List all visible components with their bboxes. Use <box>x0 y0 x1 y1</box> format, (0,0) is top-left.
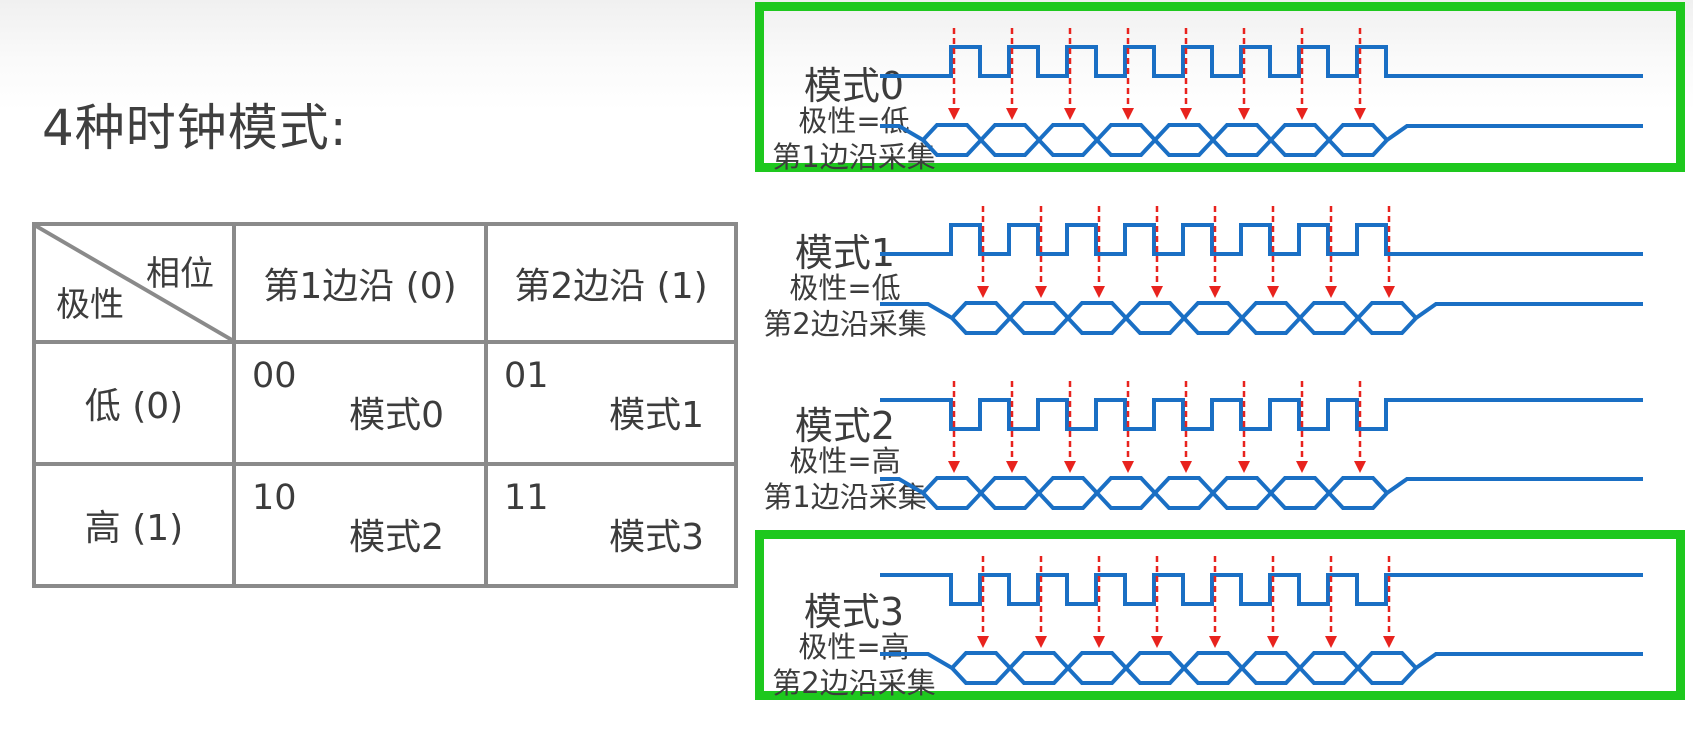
col-header-first-edge: 第1边沿 (0) <box>232 222 488 344</box>
mode-label: 模式0 <box>349 395 444 436</box>
mode-code: 00 <box>252 356 297 396</box>
data-lead-line <box>880 477 925 495</box>
row-label-high: 高 (1) <box>32 462 236 588</box>
mode-label: 模式1 <box>609 395 704 436</box>
sample-arrow-head <box>1151 636 1163 648</box>
sample-arrow-head <box>1267 636 1279 648</box>
edge-text: 第2边沿采集 <box>772 666 936 700</box>
polarity-text: 极性=低 <box>798 104 910 138</box>
data-bus-lower <box>950 665 1418 685</box>
polarity-text: 极性=低 <box>789 271 901 305</box>
mode-title: 模式0 <box>803 64 905 108</box>
sample-arrow-head <box>1383 636 1395 648</box>
timing-waveform <box>880 206 1643 335</box>
table-row-polarity-high: 高 (1) 10 模式2 11 模式3 <box>32 462 738 588</box>
sample-arrow-head <box>1006 461 1018 473</box>
sample-arrow-head <box>1093 286 1105 298</box>
clock-signal-line <box>880 398 1643 431</box>
sample-arrow-head <box>1354 461 1366 473</box>
data-lead-line <box>880 302 954 320</box>
sample-arrow-head <box>1006 108 1018 120</box>
data-tail-line <box>1385 124 1643 142</box>
row-label-low: 低 (0) <box>32 340 236 466</box>
corner-diagonal-line <box>36 226 232 340</box>
table-cell-mode1: 01 模式1 <box>484 340 738 466</box>
clock-mode-table: 相位 极性 第1边沿 (0) 第2边沿 (1) 低 (0) 00 模式0 01 … <box>32 222 738 588</box>
sample-arrow-head <box>1383 286 1395 298</box>
sample-arrow-head <box>948 108 960 120</box>
table-cell-mode3: 11 模式3 <box>484 462 738 588</box>
sample-arrow-head <box>1325 286 1337 298</box>
sample-arrow-head <box>1064 461 1076 473</box>
data-tail-line <box>1385 477 1643 495</box>
sample-arrow-head <box>1093 636 1105 648</box>
table-cell-mode0: 00 模式0 <box>232 340 488 466</box>
sample-arrow-head <box>1209 286 1221 298</box>
clock-signal-line <box>880 223 1643 256</box>
sample-arrow-head <box>1122 461 1134 473</box>
sample-arrow-head <box>948 461 960 473</box>
sample-arrow-head <box>1354 108 1366 120</box>
corner-label-phase: 相位 <box>146 254 214 294</box>
table-corner-cell: 相位 极性 <box>32 222 236 344</box>
sample-arrow-head <box>1180 461 1192 473</box>
sample-arrow-head <box>977 636 989 648</box>
timing-panel-mode2: 模式2 极性=高 第1边沿采集 <box>755 355 1685 525</box>
table-cell-mode2: 10 模式2 <box>232 462 488 588</box>
edge-text: 第1边沿采集 <box>772 140 936 174</box>
edge-text: 第2边沿采集 <box>763 307 927 341</box>
timing-waveform <box>880 381 1643 510</box>
table-header-row: 相位 极性 第1边沿 (0) 第2边沿 (1) <box>32 222 738 344</box>
sample-arrow-head <box>1325 636 1337 648</box>
mode-code: 11 <box>504 478 549 518</box>
mode-title: 模式1 <box>794 231 896 275</box>
edge-text: 第1边沿采集 <box>763 480 927 514</box>
mode-code: 10 <box>252 478 297 518</box>
timing-waveform <box>880 28 1643 157</box>
timing-panel-mode3: 模式3 极性=高 第2边沿采集 <box>755 530 1685 700</box>
mode-title: 模式2 <box>794 404 896 448</box>
sample-arrow-head <box>1296 108 1308 120</box>
polarity-text: 极性=高 <box>789 444 901 478</box>
data-bus-lower <box>921 137 1389 157</box>
page-title: 4种时钟模式: <box>42 99 348 157</box>
sample-arrow-head <box>1267 286 1279 298</box>
timing-panel-mode1: 模式1 极性=低 第2边沿采集 <box>755 180 1685 350</box>
data-bus-lower <box>950 315 1418 335</box>
sample-arrow-head <box>977 286 989 298</box>
corner-label-polarity: 极性 <box>56 285 124 325</box>
sample-arrow-head <box>1180 108 1192 120</box>
data-tail-line <box>1414 302 1643 320</box>
col-header-second-edge: 第2边沿 (1) <box>484 222 738 344</box>
mode-code: 01 <box>504 356 549 396</box>
sample-arrow-head <box>1151 286 1163 298</box>
mode-title: 模式3 <box>803 590 905 634</box>
sample-arrow-head <box>1064 108 1076 120</box>
sample-arrow-head <box>1238 108 1250 120</box>
polarity-text: 极性=高 <box>798 630 910 664</box>
data-tail-line <box>1414 652 1643 670</box>
table-row-polarity-low: 低 (0) 00 模式0 01 模式1 <box>32 340 738 466</box>
sample-arrow-head <box>1035 286 1047 298</box>
timing-waveform <box>880 556 1643 685</box>
sample-arrow-head <box>1296 461 1308 473</box>
sample-arrow-head <box>1238 461 1250 473</box>
clock-signal-line <box>880 573 1643 606</box>
sample-arrow-head <box>1209 636 1221 648</box>
sample-arrow-head <box>1035 636 1047 648</box>
clock-signal-line <box>880 45 1643 78</box>
mode-label: 模式3 <box>609 517 704 558</box>
data-lead-line <box>880 652 954 670</box>
mode-label: 模式2 <box>349 517 444 558</box>
data-lead-line <box>880 124 925 142</box>
timing-panel-mode0: 模式0 极性=低 第1边沿采集 <box>755 2 1685 174</box>
sample-arrow-head <box>1122 108 1134 120</box>
data-bus-lower <box>921 490 1389 510</box>
